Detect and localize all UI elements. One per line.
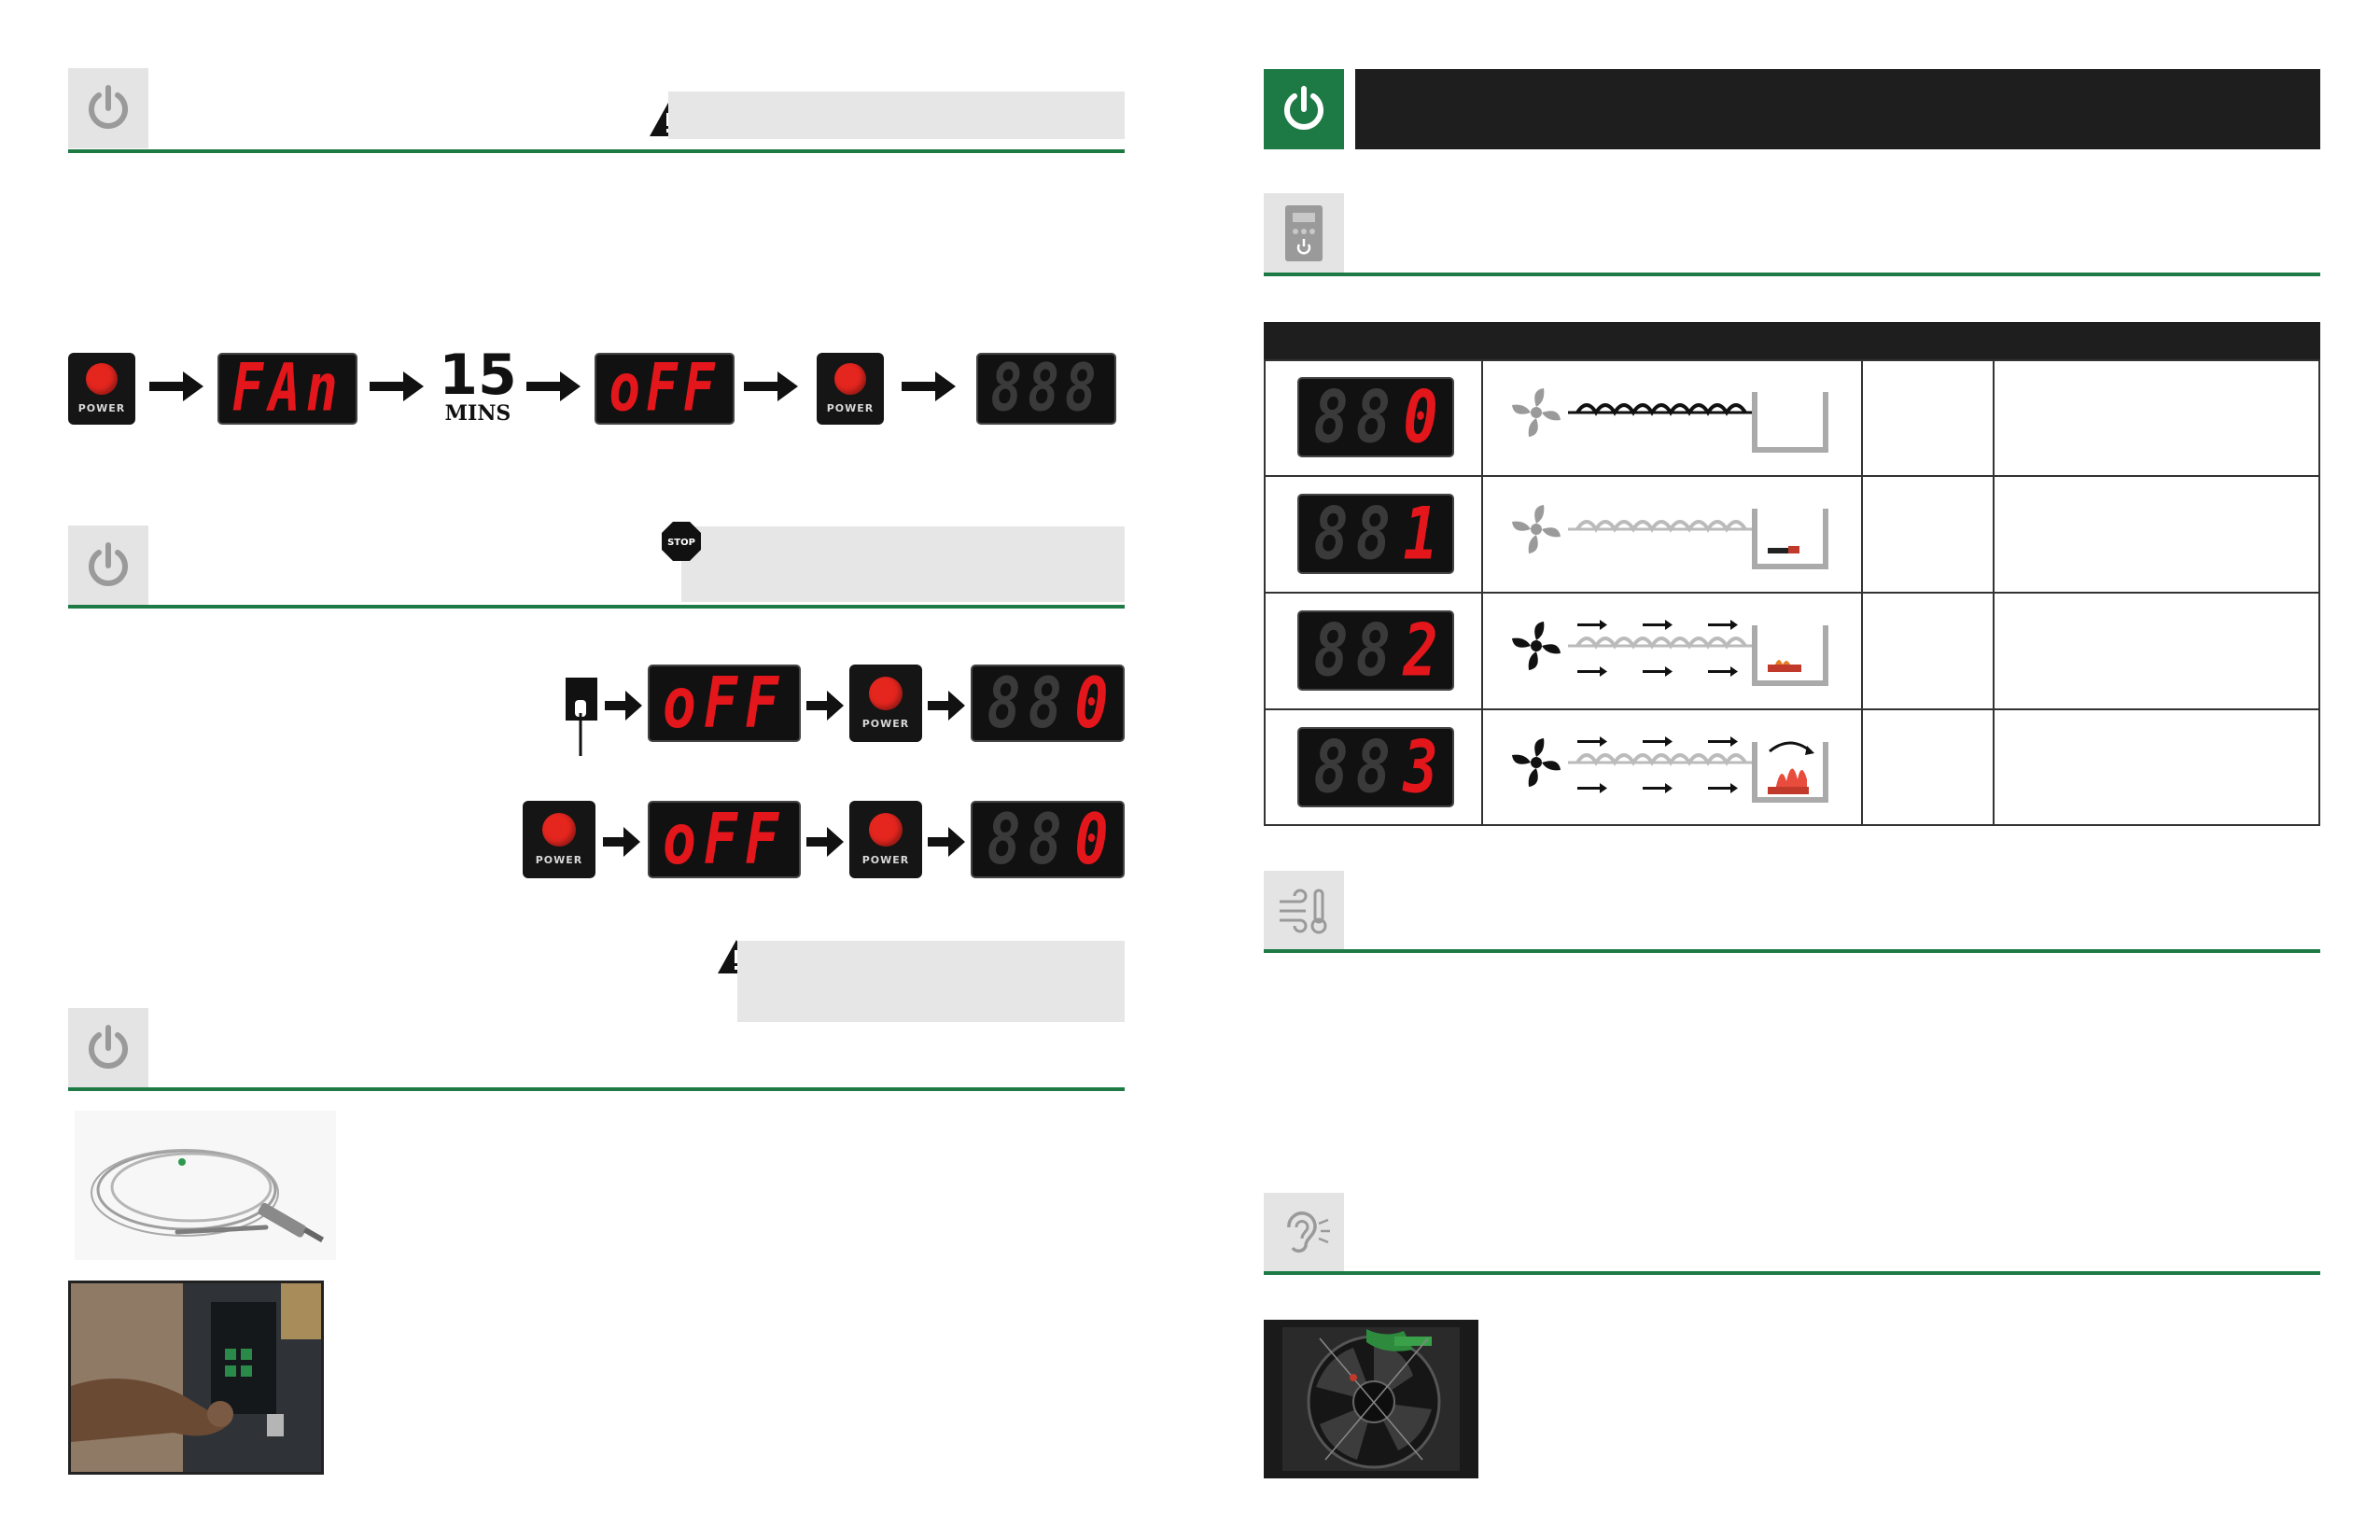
probe-plug-icon: [566, 678, 597, 756]
section-power-icon-tile: [68, 525, 148, 606]
auger-diagram-setting-0: [1512, 388, 1828, 453]
probe-insert-photo: [68, 1281, 324, 1475]
led-display-setting-1: 88 1: [1297, 494, 1454, 574]
power-button-graphic: POWER: [523, 801, 595, 878]
power-icon: [1284, 86, 1323, 130]
combustion-fan-photo: [1264, 1320, 1478, 1478]
ear-icon: [1287, 1211, 1330, 1253]
section-power-icon-tile: [68, 68, 148, 148]
arrow-icon: [526, 371, 581, 401]
power-button-graphic: POWER: [849, 665, 922, 742]
temperature-wind-icon: [1280, 889, 1327, 934]
power-icon: [89, 542, 128, 586]
svg-text:STOP: STOP: [667, 538, 695, 548]
arrow-icon: [370, 371, 424, 401]
power-button-graphic: POWER: [849, 801, 922, 878]
led-display-setting-0: 88 0: [971, 665, 1125, 742]
power-button-graphic: POWER: [817, 353, 884, 425]
auger-diagram-setting-2: [1512, 620, 1828, 686]
table-divider: [1264, 708, 2320, 710]
chapter-title-bar: [1355, 69, 2320, 149]
timer-unit: MINS: [444, 401, 511, 426]
power-icon: [89, 1025, 128, 1069]
section-temperature-icon-tile: [1264, 871, 1344, 951]
arrow-icon: [603, 827, 640, 857]
warning-bar: [668, 91, 1125, 139]
led-display-off: oFF: [648, 801, 801, 878]
led-display-blank: 888: [976, 353, 1116, 425]
fan-on-icon: [1512, 622, 1561, 670]
led-display-setting-2: 88 2: [1297, 610, 1454, 691]
led-display-fan: FAn: [217, 353, 357, 425]
section-rule: [1264, 949, 2320, 953]
warning-bar: [737, 941, 1125, 1022]
section-rule: [68, 1087, 1125, 1091]
fan-on-icon: [1512, 738, 1561, 787]
section-rule: [68, 149, 1125, 153]
power-icon: [89, 85, 128, 129]
arrow-icon: [928, 827, 965, 857]
table-divider: [1264, 592, 2320, 594]
chapter-icon-tile: [1264, 69, 1344, 149]
settings-table-header: [1264, 322, 2320, 359]
auger-diagram-setting-3: [1512, 736, 1828, 803]
timer-value: 15: [439, 343, 517, 408]
section-ear-icon-tile: [1264, 1193, 1344, 1273]
controller-icon: [1285, 205, 1323, 261]
stop-notice-bar: [681, 526, 1125, 602]
led-display-off: oFF: [595, 353, 735, 425]
section-rule: [68, 605, 1125, 609]
section-power-icon-tile: [68, 1008, 148, 1088]
fan-off-icon: [1512, 505, 1561, 553]
arrow-icon: [149, 371, 203, 401]
arrow-icon: [928, 691, 965, 721]
led-display-setting-0: 88 0: [1297, 377, 1454, 457]
fan-off-icon: [1512, 388, 1561, 437]
section-rule: [1264, 1271, 2320, 1275]
arrow-icon: [806, 691, 844, 721]
led-display-setting-3: 88 3: [1297, 727, 1454, 807]
arrow-icon: [605, 691, 642, 721]
arrow-icon: [744, 371, 798, 401]
led-display-off: oFF: [648, 665, 801, 742]
table-divider: [1264, 475, 2320, 477]
arrow-icon: [902, 371, 956, 401]
arrow-icon: [806, 827, 844, 857]
auger-diagram-setting-1: [1512, 505, 1828, 569]
power-button-graphic: POWER: [68, 353, 135, 425]
led-display-setting-0: 88 0: [971, 801, 1125, 878]
section-controller-icon-tile: [1264, 193, 1344, 273]
section-rule: [1264, 273, 2320, 276]
meat-probe-image: [75, 1111, 336, 1260]
stop-sign-icon: STOP: [662, 522, 701, 561]
timer-label: 15 MINS: [435, 347, 521, 424]
